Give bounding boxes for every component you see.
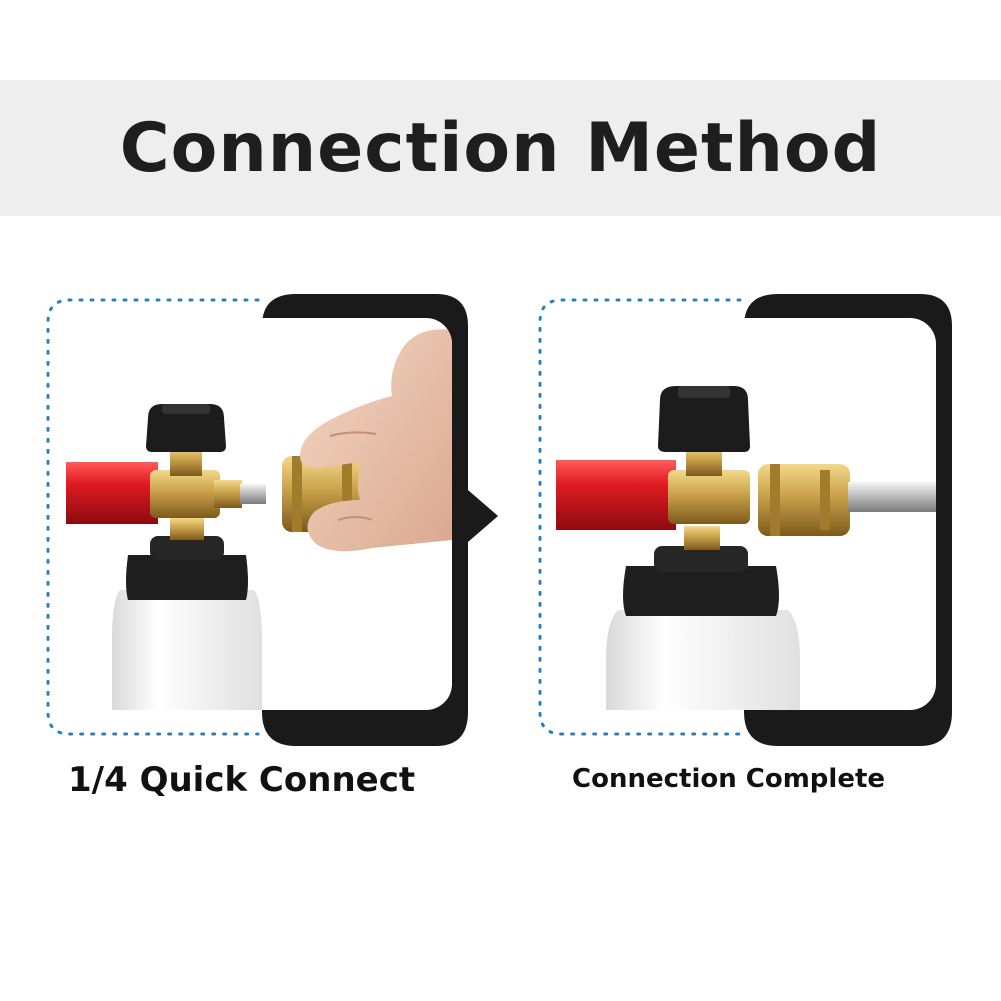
right-dotted-border <box>538 298 742 736</box>
left-bottle-cap <box>126 555 248 600</box>
right-bottle <box>606 610 800 710</box>
connected-photo <box>556 386 936 710</box>
quick-connect-photo <box>66 329 452 710</box>
right-red-handle <box>556 460 676 530</box>
left-knob <box>146 404 226 452</box>
right-bottle-cap <box>623 566 779 616</box>
left-dotted-border <box>46 298 260 736</box>
left-panel <box>46 294 498 746</box>
right-knob <box>658 386 750 452</box>
caption-quick-connect: 1/4 Quick Connect <box>68 760 416 800</box>
left-hand <box>300 329 452 552</box>
right-panel <box>538 294 952 746</box>
left-bottle <box>112 590 262 710</box>
title-band: Connection Method <box>0 80 1001 216</box>
caption-connection-complete: Connection Complete <box>572 764 886 794</box>
page-title: Connection Method <box>119 108 882 188</box>
left-red-handle <box>66 462 158 524</box>
left-quick-plug <box>240 484 266 504</box>
